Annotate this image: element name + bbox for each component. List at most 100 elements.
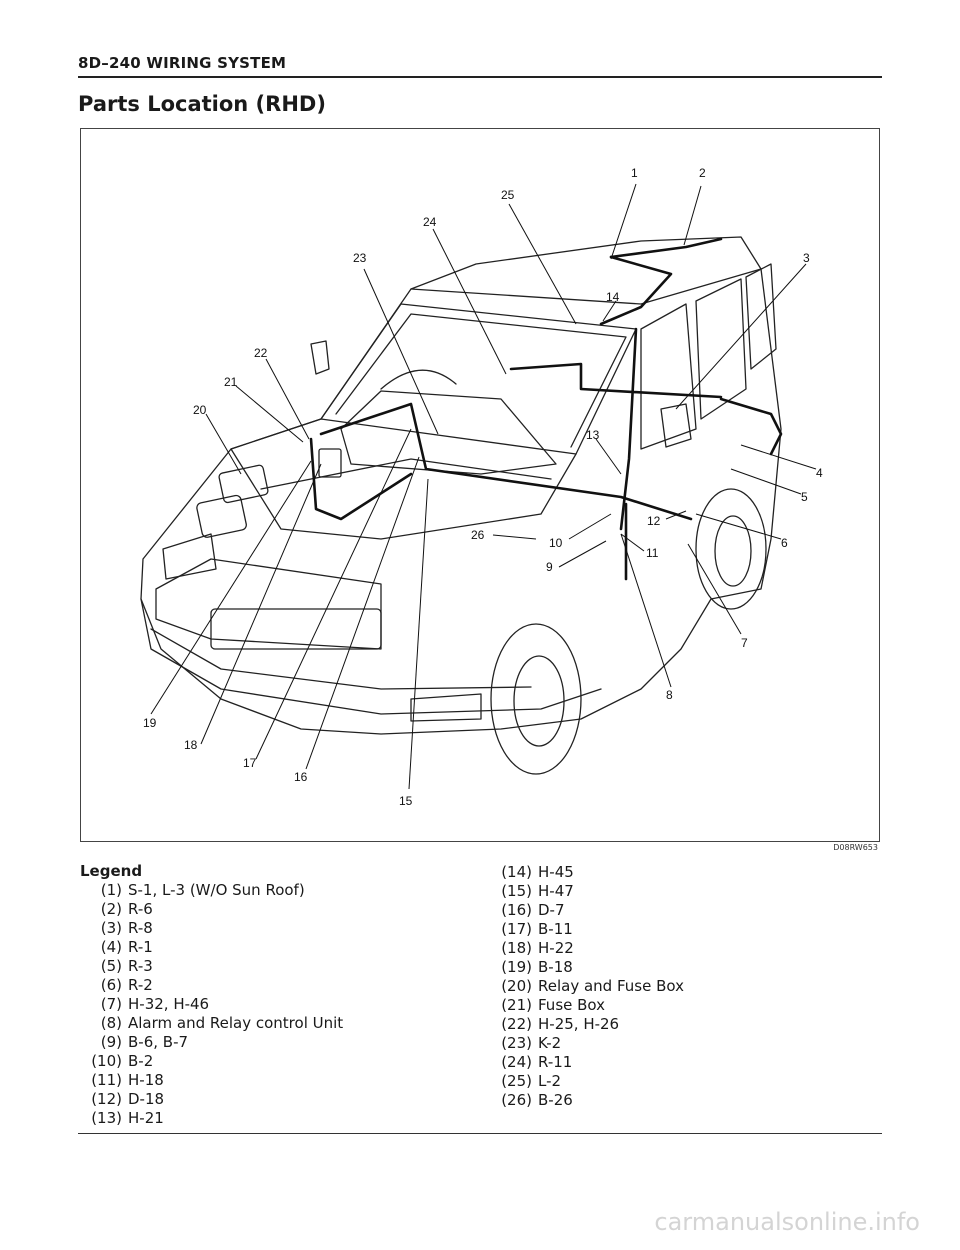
callout-2: 2 <box>699 166 706 180</box>
figure-code: D08RW653 <box>833 843 878 852</box>
legend-text: L-2 <box>538 1072 562 1090</box>
harness-roof <box>609 237 723 259</box>
legend-num: (10) <box>91 1052 122 1070</box>
left-mirror <box>310 340 330 375</box>
legend-num: (6) <box>100 976 122 994</box>
fog-lamp <box>410 693 482 722</box>
legend-text: Fuse Box <box>538 996 606 1014</box>
legend-text: B-26 <box>538 1091 573 1109</box>
legend-text: B-11 <box>538 920 573 938</box>
legend-num: (18) <box>501 939 532 957</box>
harness-roof-2 <box>599 255 673 326</box>
legend-num: (14) <box>501 863 532 881</box>
side-mirror <box>660 403 692 448</box>
legend-text: D-7 <box>538 901 565 919</box>
legend-num: (22) <box>501 1015 532 1033</box>
front-wheel <box>490 623 582 775</box>
rear-wheel-inner <box>714 515 752 587</box>
callout-7: 7 <box>741 636 748 650</box>
legend-text: K-2 <box>538 1034 562 1052</box>
callout-14: 14 <box>606 290 620 304</box>
callout-15: 15 <box>399 794 413 808</box>
legend-num: (3) <box>100 919 122 937</box>
watermark: carmanualsonline.info <box>654 1208 920 1236</box>
callout-9: 9 <box>546 560 553 574</box>
legend-text: R-6 <box>128 900 153 918</box>
legend-text: Alarm and Relay control Unit <box>128 1014 344 1032</box>
legend-num: (17) <box>501 920 532 938</box>
callout-25: 25 <box>501 188 515 202</box>
legend-num: (12) <box>91 1090 122 1108</box>
plate-area <box>210 608 382 650</box>
bumper <box>140 598 602 715</box>
legend-num: (25) <box>501 1072 532 1090</box>
harness-pillar <box>619 327 638 531</box>
legend-text: R-8 <box>128 919 153 937</box>
bumper-line <box>150 628 532 690</box>
legend-num: (7) <box>100 995 122 1013</box>
legend-num: (19) <box>501 958 532 976</box>
callout-22: 22 <box>254 346 268 360</box>
legend-num: (9) <box>100 1033 122 1051</box>
callout-16: 16 <box>294 770 308 784</box>
legend-text: H-22 <box>538 939 574 957</box>
harness-dash <box>509 362 723 399</box>
legend-text: S-1, L-3 (W/O Sun Roof) <box>128 881 305 899</box>
legend-text: D-18 <box>128 1090 165 1108</box>
legend-text: R-11 <box>538 1053 573 1071</box>
callout-3: 3 <box>803 251 810 265</box>
callout-20: 20 <box>193 403 207 417</box>
callout-12: 12 <box>647 514 661 528</box>
callout-18: 18 <box>184 738 198 752</box>
callout-8: 8 <box>666 688 673 702</box>
legend-text: H-47 <box>538 882 574 900</box>
legend-num: (8) <box>100 1014 122 1032</box>
legend-num: (21) <box>501 996 532 1014</box>
callout-24: 24 <box>423 215 437 229</box>
callout-4: 4 <box>816 466 823 480</box>
legend-text: H-21 <box>128 1109 164 1127</box>
legend-text: B-18 <box>538 958 573 976</box>
legend-num: (1) <box>100 881 122 899</box>
callout-26: 26 <box>471 528 485 542</box>
dashboard <box>340 390 557 475</box>
callout-13: 13 <box>586 428 600 442</box>
legend-num: (11) <box>91 1071 122 1089</box>
windshield-inner <box>335 313 627 448</box>
vehicle-drawing: 1 2 3 4 5 6 7 8 9 10 11 12 13 14 15 16 1… <box>140 166 823 808</box>
legend-num: (4) <box>100 938 122 956</box>
front-wheel-inner <box>513 655 565 747</box>
page-header: 8D–240 WIRING SYSTEM <box>78 54 882 78</box>
legend-text: Relay and Fuse Box <box>538 977 684 995</box>
fuse-box <box>318 448 342 478</box>
grille <box>155 558 382 650</box>
hood <box>230 418 577 540</box>
legend-num: (13) <box>91 1109 122 1127</box>
headlamp-left <box>162 533 217 580</box>
legend-num: (26) <box>501 1091 532 1109</box>
legend-text: H-32, H-46 <box>128 995 210 1013</box>
legend-num: (5) <box>100 957 122 975</box>
side-window-back <box>745 263 777 370</box>
reservoir <box>196 494 247 538</box>
legend-text: B-2 <box>128 1052 154 1070</box>
side-window-rear <box>695 278 747 420</box>
legend-num: (15) <box>501 882 532 900</box>
legend-num: (16) <box>501 901 532 919</box>
legend-text: R-2 <box>128 976 153 994</box>
callout-19: 19 <box>143 716 157 730</box>
header-text: 8D–240 WIRING SYSTEM <box>78 54 287 72</box>
side-window-front <box>640 303 697 450</box>
legend-text: H-18 <box>128 1071 164 1089</box>
legend-text: H-45 <box>538 863 574 881</box>
legend-text: B-6, B-7 <box>128 1033 189 1051</box>
legend-text: R-3 <box>128 957 153 975</box>
harness-left <box>309 437 413 521</box>
callout-6: 6 <box>781 536 788 550</box>
relay-fuse-box <box>218 464 269 504</box>
callout-1: 1 <box>631 166 638 180</box>
harness-rear <box>719 397 783 456</box>
rear-wheel <box>695 488 767 610</box>
callout-21: 21 <box>224 375 238 389</box>
callout-10: 10 <box>549 536 563 550</box>
